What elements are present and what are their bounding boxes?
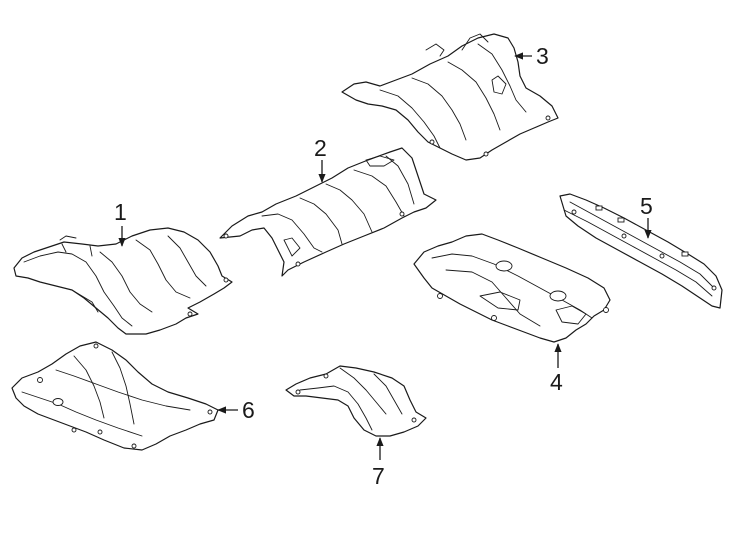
callout-3: 3 <box>536 43 549 69</box>
callout-6: 6 <box>242 397 255 423</box>
leader-lines <box>118 52 652 460</box>
heat-shield-part-1[interactable] <box>13 227 233 335</box>
callout-2: 2 <box>314 135 327 161</box>
callout-4: 4 <box>550 369 563 395</box>
heat-shield-part-6[interactable] <box>11 341 219 451</box>
heat-shield-part-7[interactable] <box>285 365 427 437</box>
callout-5: 5 <box>640 193 653 219</box>
heat-shield-part-4[interactable] <box>413 233 611 343</box>
heat-shield-part-5[interactable] <box>559 193 723 309</box>
callout-7: 7 <box>372 463 385 489</box>
heat-shield-part-3[interactable] <box>341 33 559 161</box>
heat-shield-part-2[interactable] <box>219 147 437 277</box>
callout-1: 1 <box>114 199 127 225</box>
